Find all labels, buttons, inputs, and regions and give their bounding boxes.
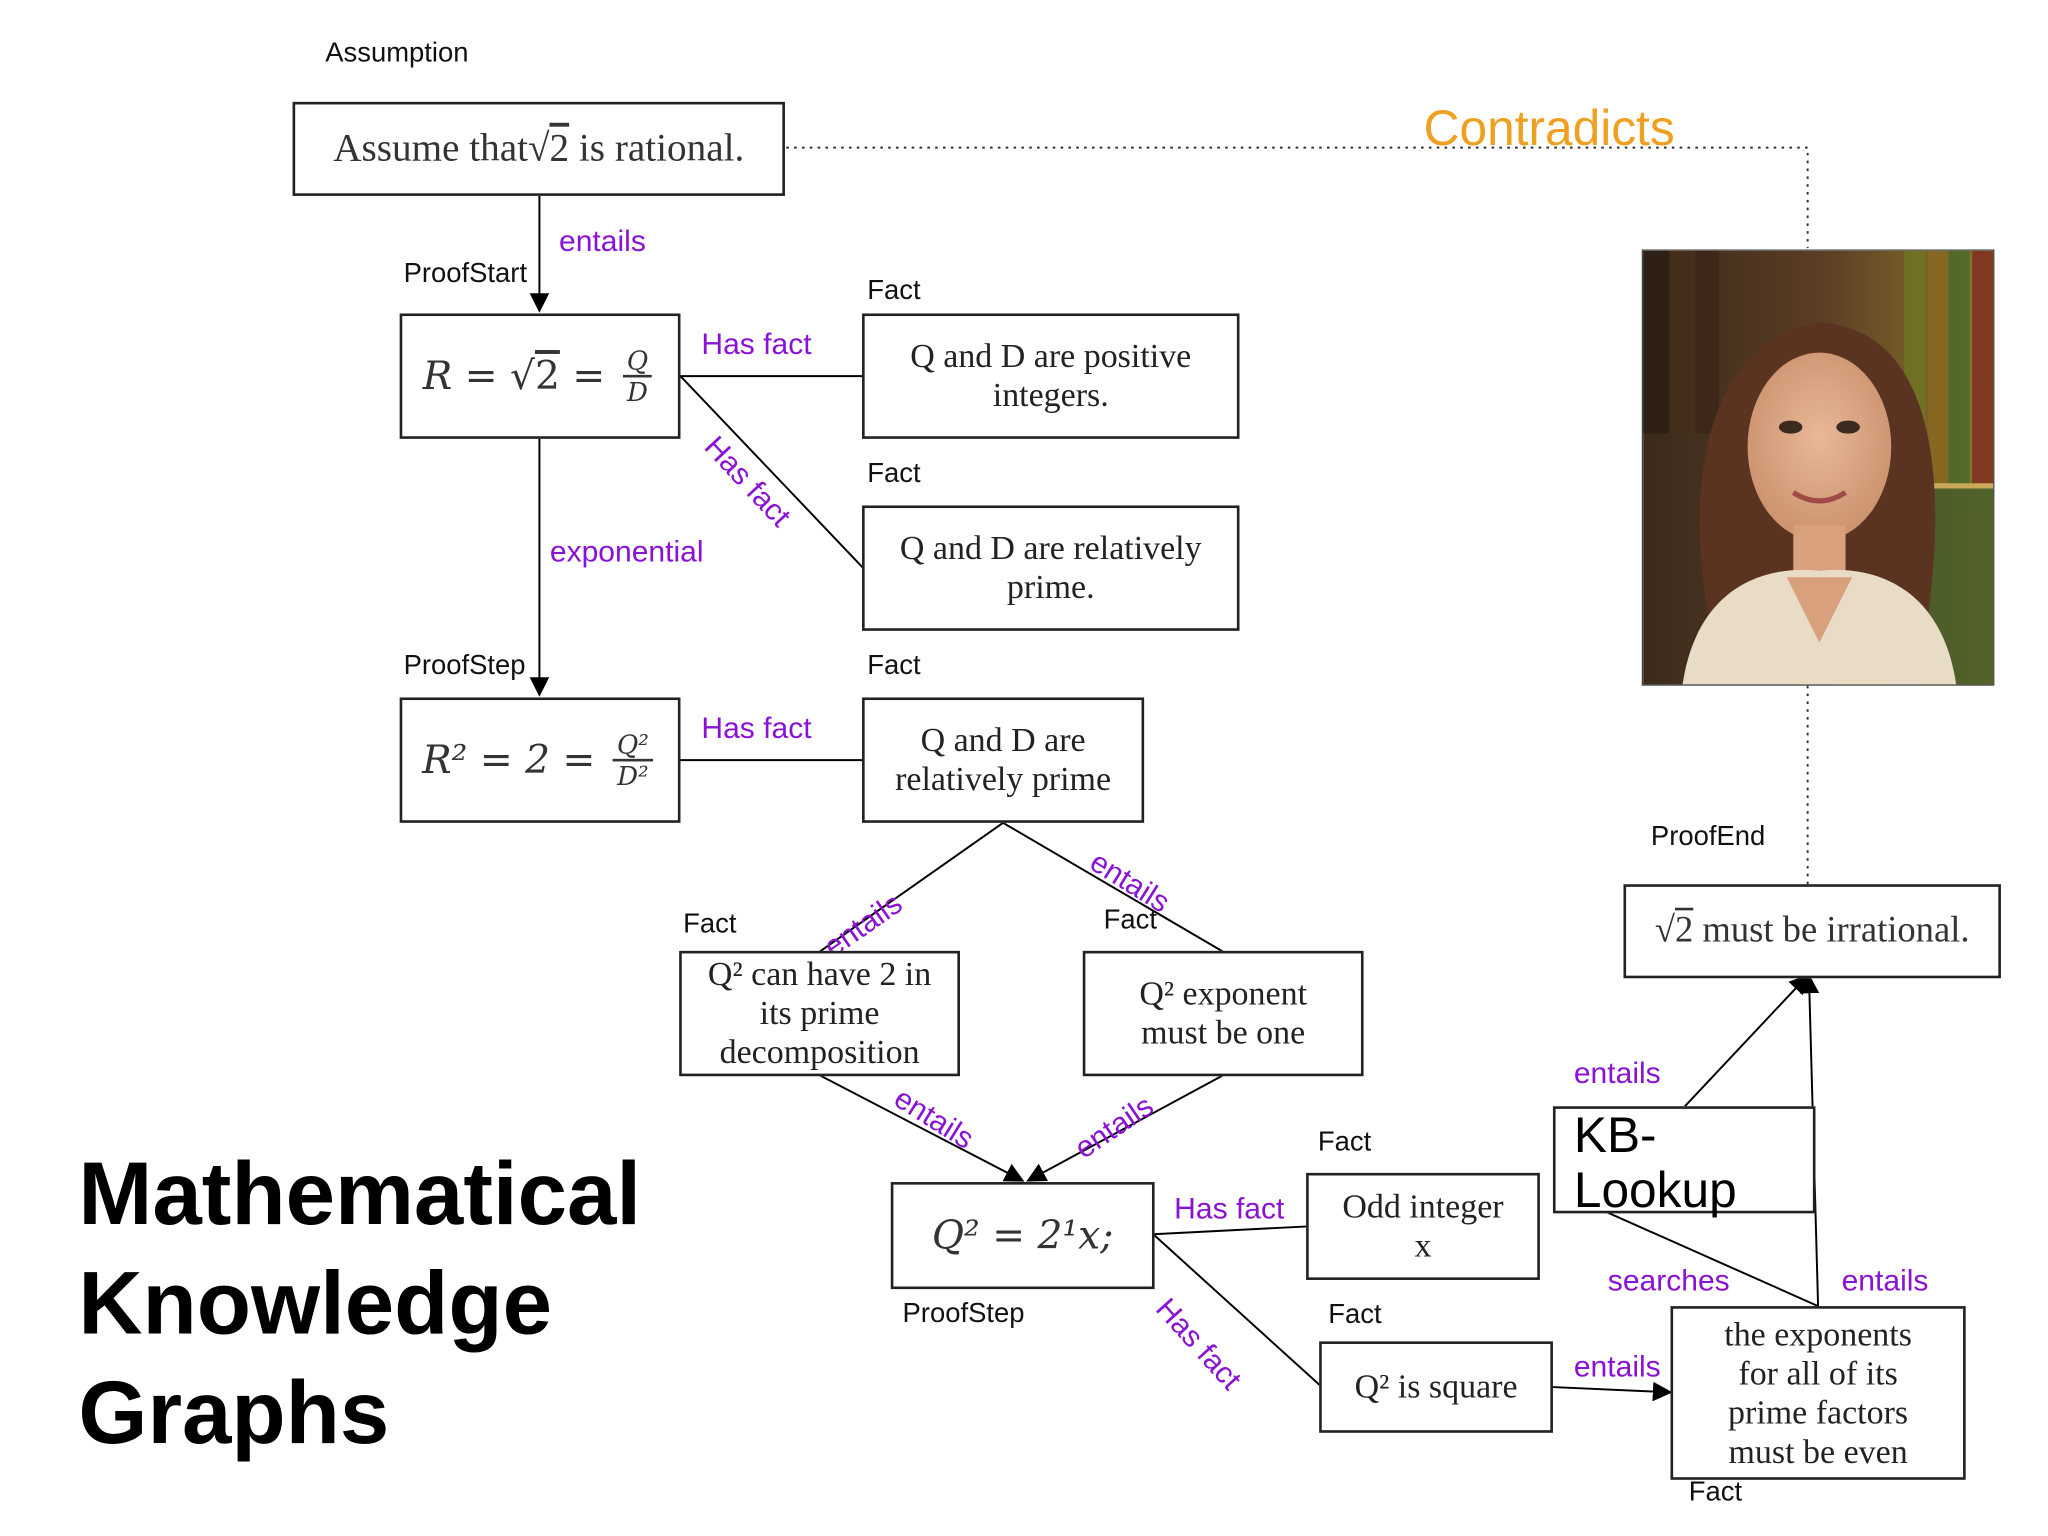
proofstart-lhs: R = bbox=[422, 353, 510, 400]
edge-entails-q2-two bbox=[818, 822, 1004, 953]
fact-rel-line2: prime. bbox=[1006, 568, 1095, 607]
label-fact-4: Fact bbox=[683, 909, 737, 940]
node-fact-q2-square: Q² is square bbox=[1319, 1341, 1553, 1433]
edge-label-contradicts: Contradicts bbox=[1423, 101, 1675, 157]
contradicts-line bbox=[786, 146, 1809, 249]
node-fact-relatively-prime-2: Q and D are relatively prime bbox=[862, 697, 1145, 823]
fact-even-line3: prime factors bbox=[1728, 1392, 1909, 1431]
edge-label-exponential: exponential bbox=[549, 534, 704, 569]
proofend-suffix: must be irrational. bbox=[1693, 910, 1970, 951]
fact-even-line4: must be even bbox=[1728, 1432, 1908, 1471]
fact-rel2-line2: relatively prime bbox=[895, 760, 1112, 799]
label-fact-2: Fact bbox=[867, 458, 921, 489]
node-kb-lookup: KB- Lookup bbox=[1552, 1106, 1816, 1219]
edge-searches bbox=[1606, 1211, 1819, 1307]
proofstart-sqrt: 2 bbox=[534, 353, 560, 400]
label-assumption: Assumption bbox=[325, 37, 469, 68]
label-proofstep-2: ProofStep bbox=[902, 1298, 1025, 1329]
label-fact-7: Fact bbox=[1328, 1299, 1382, 1330]
title-line-2: Knowledge bbox=[78, 1253, 553, 1354]
fact-q2two-line3: decomposition bbox=[719, 1033, 920, 1072]
page-title: Mathematical Knowledge Graphs bbox=[78, 1139, 641, 1468]
node-fact-positive: Q and D are positive integers. bbox=[862, 313, 1240, 439]
edge-label-has-fact-1: Has fact bbox=[701, 326, 812, 361]
proofstep1-lhs: R² = 2 = bbox=[422, 737, 608, 784]
portrait-illustration bbox=[1643, 250, 1994, 685]
label-proofstep-1: ProofStep bbox=[403, 650, 526, 681]
edge-has-fact-odd bbox=[1153, 1225, 1308, 1236]
edge-entails-even bbox=[1552, 1381, 1673, 1402]
sqrt-symbol: √ bbox=[509, 353, 535, 400]
assumption-sqrt: 2 bbox=[549, 126, 570, 170]
edge-entails-q2-exp bbox=[1002, 821, 1225, 953]
fraction-denominator: D bbox=[627, 376, 648, 408]
proofstart-eq: = bbox=[559, 353, 618, 400]
edge-label-entails-8: entails bbox=[1841, 1262, 1929, 1297]
edge-label-entails-1: entails bbox=[559, 223, 646, 258]
proofstep2-expr: Q² = 2¹x; bbox=[931, 1212, 1114, 1259]
fraction-numerator: Q² bbox=[613, 730, 653, 762]
edge-has-fact-rel bbox=[679, 375, 865, 569]
node-proofstep-2: Q² = 2¹x; bbox=[890, 1182, 1155, 1290]
edge-entails-step2-b bbox=[1026, 1074, 1225, 1182]
sqrt-symbol: √ bbox=[528, 126, 550, 170]
edge-entails-step2-a bbox=[818, 1074, 1025, 1182]
title-line-3: Graphs bbox=[78, 1363, 390, 1463]
assumption-suffix: is rational. bbox=[569, 126, 745, 170]
fact-positive-line2: integers. bbox=[992, 376, 1109, 415]
proofend-sqrt: 2 bbox=[1674, 910, 1694, 951]
fact-positive-line1: Q and D are positive bbox=[910, 336, 1192, 375]
edge-label-has-fact-3: Has fact bbox=[701, 710, 812, 745]
sqrt-symbol: √ bbox=[1654, 910, 1675, 951]
edge-kb-entails bbox=[1684, 974, 1809, 1107]
node-fact-q2-exponent: Q² exponent must be one bbox=[1082, 950, 1364, 1077]
label-proofend: ProofEnd bbox=[1650, 821, 1766, 852]
fact-square-line1: Q² is square bbox=[1354, 1367, 1518, 1406]
node-fact-relatively-prime: Q and D are relatively prime. bbox=[862, 505, 1240, 631]
label-proofstart: ProofStart bbox=[403, 258, 528, 289]
edge-label-entails-6: entails bbox=[1573, 1349, 1661, 1384]
portrait-photo bbox=[1641, 249, 1995, 686]
fact-q2exp-line1: Q² exponent bbox=[1139, 974, 1307, 1013]
fact-odd-line2: x bbox=[1414, 1226, 1432, 1265]
label-fact-1: Fact bbox=[867, 275, 921, 306]
fact-rel-line1: Q and D are relatively bbox=[899, 528, 1202, 567]
fact-q2two-line2: its prime bbox=[759, 993, 880, 1032]
node-fact-q2-two: Q² can have 2 in its prime decomposition bbox=[679, 950, 960, 1077]
node-proofend: √2 must be irrational. bbox=[1623, 884, 2001, 979]
fact-q2two-line1: Q² can have 2 in bbox=[707, 954, 932, 993]
node-assumption: Assume that √2 is rational. bbox=[292, 101, 785, 196]
node-fact-even-exponents: the exponents for all of its prime facto… bbox=[1670, 1306, 1966, 1480]
label-fact-3: Fact bbox=[867, 650, 921, 681]
label-fact-6: Fact bbox=[1317, 1127, 1372, 1158]
edge-label-searches: searches bbox=[1607, 1262, 1730, 1297]
fact-odd-line1: Odd integer bbox=[1342, 1187, 1504, 1226]
kb-line2: Lookup bbox=[1573, 1163, 1737, 1219]
fact-rel2-line1: Q and D are bbox=[920, 720, 1086, 759]
assumption-prefix: Assume that bbox=[333, 126, 529, 170]
fact-even-line1: the exponents bbox=[1724, 1314, 1912, 1353]
fact-q2exp-line2: must be one bbox=[1141, 1013, 1306, 1052]
label-fact-5: Fact bbox=[1103, 905, 1158, 936]
edge-label-entails-7: entails bbox=[1573, 1055, 1661, 1090]
fraction-denominator: D² bbox=[617, 760, 649, 792]
label-fact-8: Fact bbox=[1688, 1477, 1743, 1508]
edge-has-fact-square bbox=[1152, 1233, 1322, 1387]
title-line-1: Mathematical bbox=[78, 1144, 642, 1244]
edge-label-has-fact-4: Has fact bbox=[1174, 1191, 1285, 1226]
node-fact-odd-integer: Odd integer x bbox=[1306, 1172, 1540, 1280]
kb-line1: KB- bbox=[1573, 1108, 1657, 1164]
fact-even-line2: for all of its bbox=[1738, 1353, 1898, 1392]
fraction-numerator: Q bbox=[622, 346, 653, 378]
